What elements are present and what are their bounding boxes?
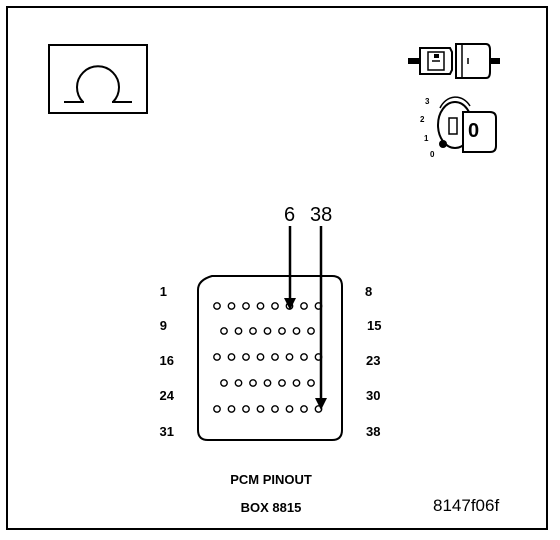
ignition-position-0: 0: [430, 150, 435, 159]
row-end-label-30: 30: [366, 388, 381, 403]
callout-pin-6: 6: [284, 204, 296, 226]
caption-title: PCM PINOUT: [230, 472, 312, 487]
caption-subtitle: BOX 8815: [240, 500, 302, 515]
row-start-label-24: 24: [159, 388, 174, 403]
ignition-key-label: 0: [468, 120, 480, 142]
callout-pin-38: 38: [310, 204, 333, 226]
row-start-label-1: 1: [159, 284, 167, 299]
row-end-label-38: 38: [366, 424, 381, 439]
diagram-frame: [6, 6, 548, 530]
row-end-label-23: 23: [366, 353, 381, 368]
ignition-position-2: 2: [420, 115, 425, 124]
row-end-label-15: 15: [367, 318, 382, 333]
ohm-meter-icon: [48, 44, 148, 114]
ignition-position-1: 1: [424, 134, 429, 143]
figure-id: 8147f06f: [433, 496, 500, 515]
row-start-label-9: 9: [159, 318, 167, 333]
row-start-label-31: 31: [159, 424, 174, 439]
row-start-label-16: 16: [159, 353, 174, 368]
ignition-position-3: 3: [425, 97, 430, 106]
row-end-label-8: 8: [365, 284, 373, 299]
